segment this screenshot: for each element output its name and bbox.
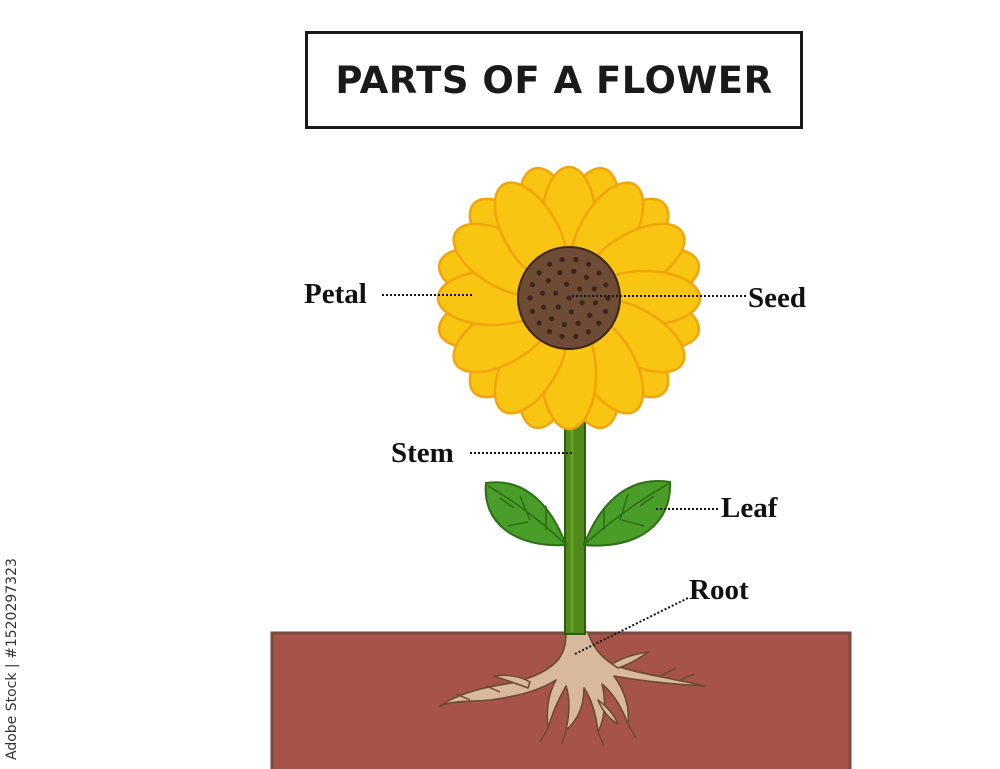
seed-dot — [566, 295, 572, 301]
seed-dot — [586, 261, 592, 267]
title-box: PARTS OF A FLOWER — [305, 31, 803, 129]
seed-dot — [536, 270, 542, 276]
seed-dot — [575, 320, 581, 326]
seed-dot — [573, 333, 579, 339]
seed-dot — [559, 257, 565, 263]
seed-dot — [529, 308, 535, 314]
seed-dot — [541, 304, 547, 310]
seed-dot — [577, 286, 583, 292]
seed-dot — [579, 300, 585, 306]
diagram-title: PARTS OF A FLOWER — [335, 58, 773, 102]
seed-dot — [546, 329, 553, 335]
label-petal: Petal — [304, 278, 367, 310]
seed-dot — [571, 268, 577, 274]
seed-dot — [539, 290, 546, 296]
label-root: Root — [689, 574, 749, 606]
seed-dots — [527, 257, 611, 339]
seed-dot — [545, 278, 551, 284]
seed-dot — [585, 329, 592, 335]
seed-dot — [596, 270, 602, 276]
seed-dot — [527, 295, 533, 301]
label-leaf: Leaf — [721, 492, 778, 524]
seed-dot — [561, 322, 567, 328]
seed-dot — [573, 257, 579, 263]
stem — [564, 417, 586, 635]
seed-dot — [587, 312, 593, 318]
pointer-lines — [382, 294, 746, 655]
seed-dot — [593, 300, 599, 306]
seed-dot — [549, 316, 555, 322]
seed-dot — [553, 290, 559, 296]
seed-dot — [591, 286, 598, 292]
root-hairs — [455, 667, 695, 747]
seed-dot — [559, 333, 565, 339]
roots — [439, 631, 706, 733]
seed-dot — [568, 309, 575, 315]
soil — [270, 631, 852, 769]
seed-dot — [555, 304, 561, 310]
seed-dot — [596, 320, 602, 326]
seed-dot — [536, 320, 542, 326]
label-seed: Seed — [748, 282, 806, 314]
leaf-right — [582, 480, 672, 547]
seed-dot — [583, 274, 590, 280]
label-stem: Stem — [391, 437, 454, 469]
leaf-left — [484, 481, 568, 547]
seed-dot — [557, 270, 563, 276]
seed-dot — [547, 261, 553, 267]
seed-dot — [564, 281, 570, 287]
stock-id-text: Adobe Stock | #1520297323 — [4, 558, 20, 760]
root-pointer — [574, 597, 689, 655]
seed-dot — [603, 282, 609, 288]
seed-dot — [529, 282, 536, 288]
seed-dot — [603, 308, 609, 314]
